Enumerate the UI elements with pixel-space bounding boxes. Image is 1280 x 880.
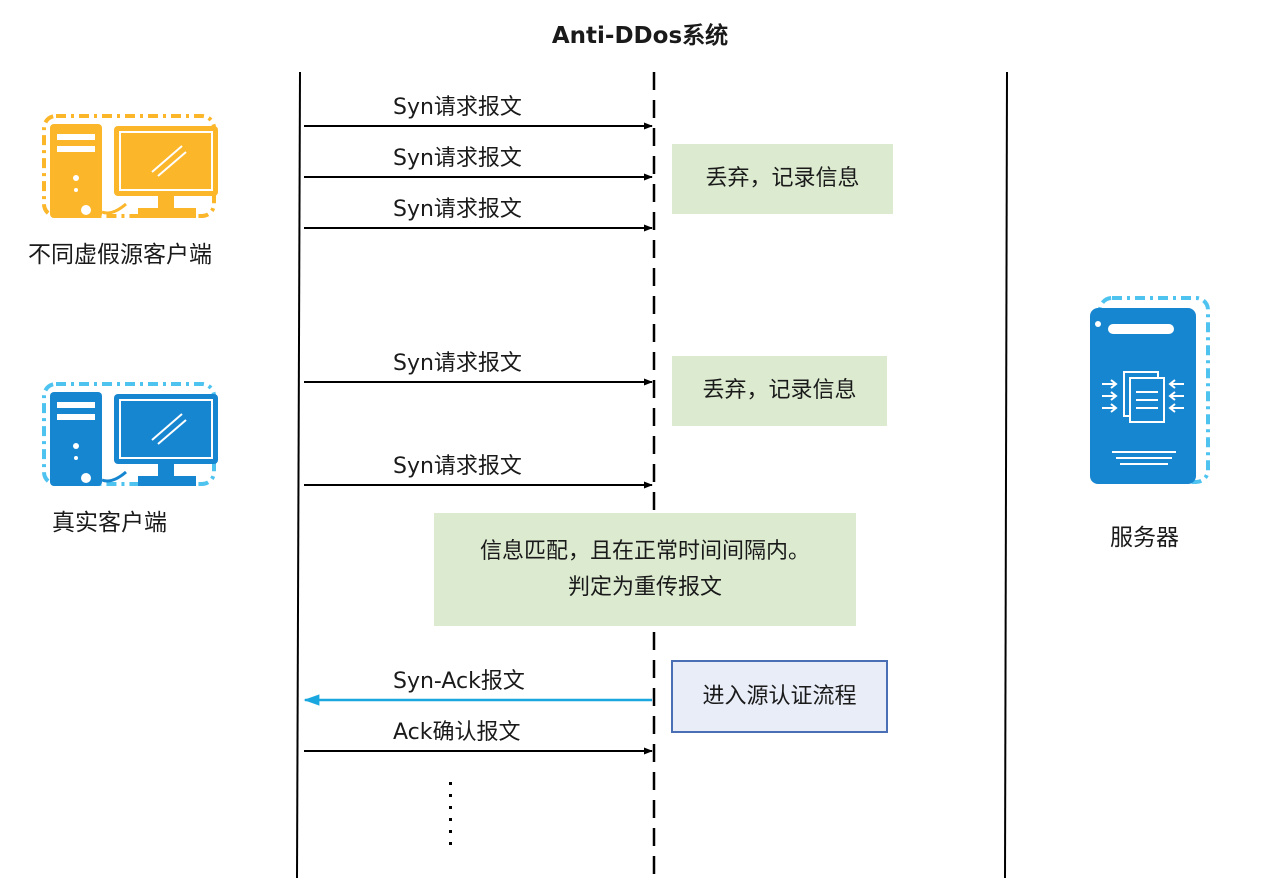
- message-label: Syn请求报文: [393, 197, 522, 222]
- message-label: Syn请求报文: [393, 95, 522, 120]
- desktop-computer-icon: [42, 382, 218, 486]
- source-auth-note: 进入源认证流程: [671, 660, 888, 733]
- message-label: Ack确认报文: [393, 720, 521, 745]
- continuation-dots: [449, 782, 452, 845]
- discard-note: 丢弃，记录信息: [672, 144, 893, 214]
- diagram-title: Anti-DDos系统: [551, 23, 729, 49]
- retransmit-match-note: 信息匹配，且在正常时间间隔内。 判定为重传报文: [434, 513, 856, 626]
- server-lifeline: [1004, 71, 1008, 879]
- fake-clients-label: 不同虚假源客户端: [28, 242, 212, 268]
- message-label: Syn请求报文: [393, 351, 522, 376]
- desktop-computer-icon: [42, 114, 218, 218]
- message-label: Syn-Ack报文: [393, 669, 525, 694]
- discard-note: 丢弃，记录信息: [672, 356, 887, 426]
- real-client-label: 真实客户端: [52, 510, 167, 536]
- server-label: 服务器: [1110, 525, 1179, 551]
- client-lifeline: [296, 71, 301, 879]
- message-label: Syn请求报文: [393, 146, 522, 171]
- server-icon: [1090, 296, 1210, 484]
- message-label: Syn请求报文: [393, 454, 522, 479]
- retransmit-match-line1: 信息匹配，且在正常时间间隔内。: [479, 538, 810, 564]
- retransmit-match-line2: 判定为重传报文: [567, 574, 722, 600]
